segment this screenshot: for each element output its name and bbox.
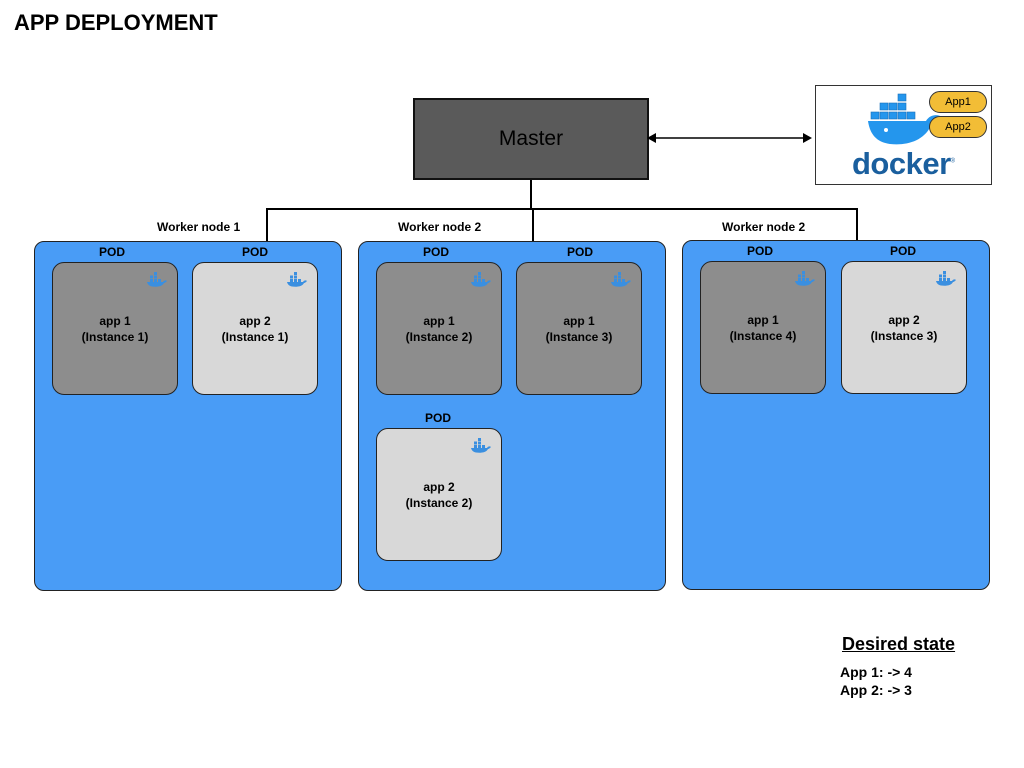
pod-label: POD xyxy=(567,245,594,259)
master-label: Master xyxy=(498,127,564,150)
desired-state-app2: App 2: -> 3 xyxy=(840,682,912,698)
pod-app1-instance2: app 1 (Instance 2) xyxy=(376,262,502,395)
page-title: APP DEPLOYMENT xyxy=(14,10,218,35)
distribution-bus-line xyxy=(266,208,858,210)
pod-app-name: app 2 xyxy=(888,312,920,327)
pod-app-name: app 1 xyxy=(423,313,455,328)
pod-app1-instance4: app 1 (Instance 4) xyxy=(700,261,826,394)
docker-registry: App1 App2 docker® xyxy=(815,85,992,185)
pod-app-name: app 2 xyxy=(239,313,271,328)
pod-app-name: app 2 xyxy=(423,479,455,494)
docker-wordmark: docker® xyxy=(852,146,955,181)
pod-app2-instance3: app 2 (Instance 3) xyxy=(841,261,967,394)
pod-app1-instance3: app 1 (Instance 3) xyxy=(516,262,642,395)
pod-label: POD xyxy=(747,244,774,258)
pod-label: POD xyxy=(423,245,450,259)
node2-drop-line xyxy=(532,208,534,242)
pod-app-name: app 1 xyxy=(99,313,131,328)
pod-instance: (Instance 2) xyxy=(405,495,473,510)
app1-pill: App1 xyxy=(929,91,987,113)
pod-label: POD xyxy=(890,244,917,258)
pod-app-name: app 1 xyxy=(747,312,779,327)
desired-state-app1: App 1: -> 4 xyxy=(840,664,912,680)
pod-label: POD xyxy=(99,245,126,259)
pod-label: POD xyxy=(425,411,452,425)
docker-whale-icon xyxy=(471,438,491,453)
pod-app2-instance1: app 2 (Instance 1) xyxy=(192,262,318,395)
app2-pill: App2 xyxy=(929,116,987,138)
node3-drop-line xyxy=(856,208,858,241)
pod-instance: (Instance 2) xyxy=(405,329,473,344)
docker-whale-icon xyxy=(147,272,167,287)
pod-instance: (Instance 1) xyxy=(221,329,289,344)
pod-app2-instance2: app 2 (Instance 2) xyxy=(376,428,502,561)
pod-app-name: app 1 xyxy=(563,313,595,328)
worker-node-label-2: Worker node 2 xyxy=(398,220,482,234)
docker-whale-icon xyxy=(287,272,307,287)
worker-node-label-3: Worker node 2 xyxy=(722,220,806,234)
pod-instance: (Instance 3) xyxy=(870,328,938,343)
master-node: Master xyxy=(413,98,649,180)
docker-whale-icon xyxy=(611,272,631,287)
master-trunk-line xyxy=(530,180,532,209)
docker-whale-icon xyxy=(936,271,956,286)
pod-app1-instance1: app 1 (Instance 1) xyxy=(52,262,178,395)
docker-whale-icon xyxy=(471,272,491,287)
pod-instance: (Instance 1) xyxy=(81,329,149,344)
desired-state-title: Desired state xyxy=(842,634,956,654)
pod-instance: (Instance 4) xyxy=(729,328,797,343)
docker-whale-icon xyxy=(795,271,815,286)
pod-instance: (Instance 3) xyxy=(545,329,613,344)
pod-label: POD xyxy=(242,245,269,259)
node1-drop-line xyxy=(266,208,268,242)
docker-whale-icon xyxy=(868,93,942,145)
master-docker-arrow xyxy=(647,133,812,143)
worker-node-label-1: Worker node 1 xyxy=(157,220,241,234)
